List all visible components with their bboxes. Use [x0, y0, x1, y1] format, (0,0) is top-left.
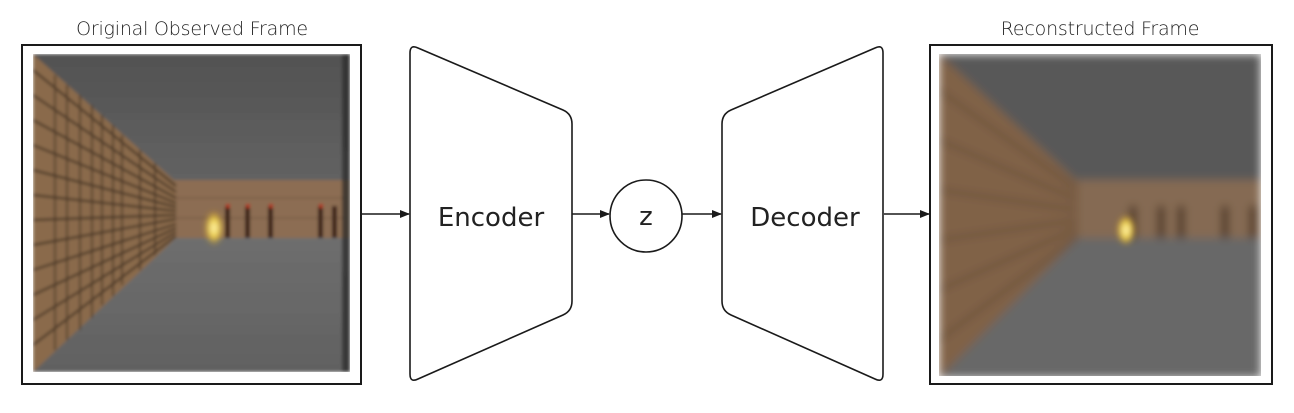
latent-node [609, 179, 683, 253]
decoder-block [721, 46, 884, 381]
original-frame-caption: Original Observed Frame [76, 18, 308, 40]
reconstructed-frame-image [939, 54, 1261, 376]
encoder-label: Encoder [438, 203, 545, 233]
latent-label: z [639, 202, 653, 232]
reconstructed-frame-caption: Reconstructed Frame [1000, 18, 1200, 40]
torch-glow-original [204, 210, 224, 246]
encoder-block [409, 46, 573, 381]
decoder-label: Decoder [750, 203, 860, 233]
torch-glow-reconstructed [1116, 214, 1136, 246]
original-frame-image [33, 54, 350, 372]
